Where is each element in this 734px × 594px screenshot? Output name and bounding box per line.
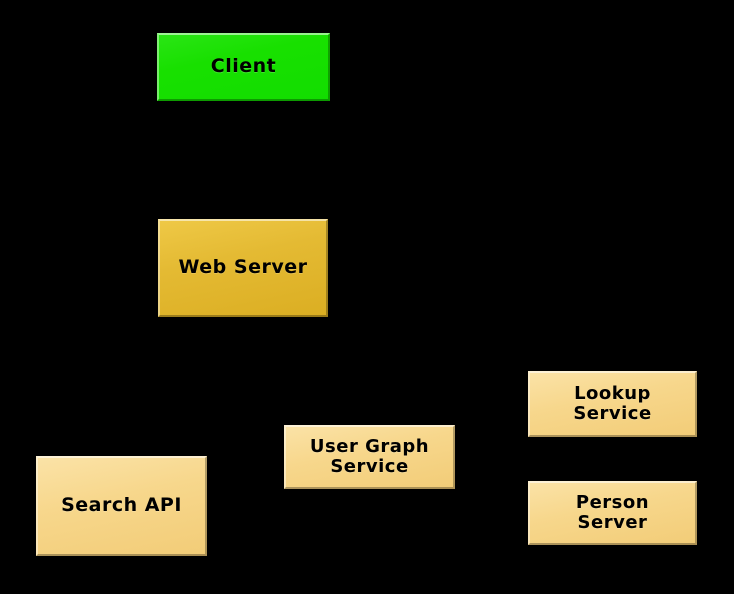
- node-label-client: Client: [210, 55, 277, 78]
- node-label-person-server: Person Server: [575, 491, 650, 533]
- node-label-lookup-service: Lookup Service: [573, 382, 652, 424]
- node-label-user-graph-service: User Graph Service: [309, 435, 430, 477]
- node-label-search-api: Search API: [61, 494, 182, 517]
- diagram-node-web-server[interactable]: Web Server: [158, 219, 328, 317]
- diagram-node-user-graph-service[interactable]: User Graph Service: [284, 425, 455, 489]
- diagram-node-client[interactable]: Client: [157, 33, 330, 101]
- diagram-node-person-server[interactable]: Person Server: [528, 481, 697, 545]
- node-label-web-server: Web Server: [178, 256, 308, 279]
- diagram-node-search-api[interactable]: Search API: [36, 456, 207, 556]
- diagram-node-lookup-service[interactable]: Lookup Service: [528, 371, 697, 437]
